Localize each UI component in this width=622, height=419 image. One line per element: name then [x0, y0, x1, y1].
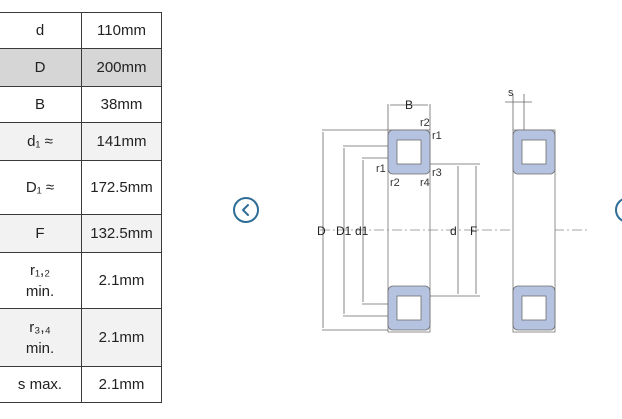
label-r2: r2	[390, 177, 400, 189]
spec-value: 2.1mm	[81, 308, 162, 367]
label-r4: r4	[420, 177, 430, 189]
spec-key: F	[0, 214, 82, 253]
next-button[interactable]	[615, 197, 622, 223]
table-row: B 38mm	[0, 86, 162, 123]
label-F: F	[470, 224, 477, 238]
label-D1: D1	[336, 224, 352, 238]
spec-value: 200mm	[81, 48, 162, 87]
chevron-left-icon	[242, 204, 249, 216]
label-d1: d1	[355, 224, 369, 238]
spec-value: 38mm	[81, 86, 162, 123]
table-row: F 132.5mm	[0, 214, 162, 253]
label-B: B	[405, 98, 413, 112]
spec-key: B	[0, 86, 82, 123]
chevron-right-icon	[617, 199, 622, 221]
spec-key-line: min.	[25, 339, 55, 357]
spec-key: D	[0, 48, 82, 87]
spec-value: 172.5mm	[81, 160, 162, 215]
spec-key-line: r₁,₂	[29, 261, 51, 279]
label-r1-top: r1	[432, 130, 442, 142]
label-r2-top: r2	[420, 117, 430, 129]
spec-value: 2.1mm	[81, 366, 162, 403]
label-d: d	[450, 224, 457, 238]
spec-key: D₁ ≈	[0, 160, 82, 215]
label-D: D	[317, 224, 326, 238]
spec-key-line: min.	[25, 282, 55, 300]
spec-value: 2.1mm	[81, 252, 162, 309]
spec-key: s max.	[0, 366, 82, 403]
table-row: d₁ ≈ 141mm	[0, 122, 162, 161]
table-row: s max. 2.1mm	[0, 366, 162, 403]
specs-table: d 110mm D 200mm B 38mm d₁ ≈ 141mm D₁ ≈ 1…	[0, 12, 162, 403]
prev-button[interactable]	[233, 197, 259, 223]
table-row: d 110mm	[0, 12, 162, 49]
spec-key: r₁,₂ min.	[0, 252, 82, 309]
spec-key: d₁ ≈	[0, 122, 82, 161]
label-s: s	[508, 87, 514, 99]
label-r1: r1	[376, 163, 386, 175]
bearing-diagram: B s r2 r1 r1 r2 r3 r4 D D1 d1 d F	[317, 87, 590, 333]
spec-value: 110mm	[81, 12, 162, 49]
table-row: D 200mm	[0, 48, 162, 87]
spec-key: r₃,₄ min.	[0, 308, 82, 367]
label-r3: r3	[432, 167, 442, 179]
table-row: D₁ ≈ 172.5mm	[0, 160, 162, 215]
table-row: r₁,₂ min. 2.1mm	[0, 252, 162, 309]
spec-value: 141mm	[81, 122, 162, 161]
table-row: r₃,₄ min. 2.1mm	[0, 308, 162, 367]
spec-key: d	[0, 12, 82, 49]
spec-key-line: r₃,₄	[29, 318, 51, 336]
spec-value: 132.5mm	[81, 214, 162, 253]
